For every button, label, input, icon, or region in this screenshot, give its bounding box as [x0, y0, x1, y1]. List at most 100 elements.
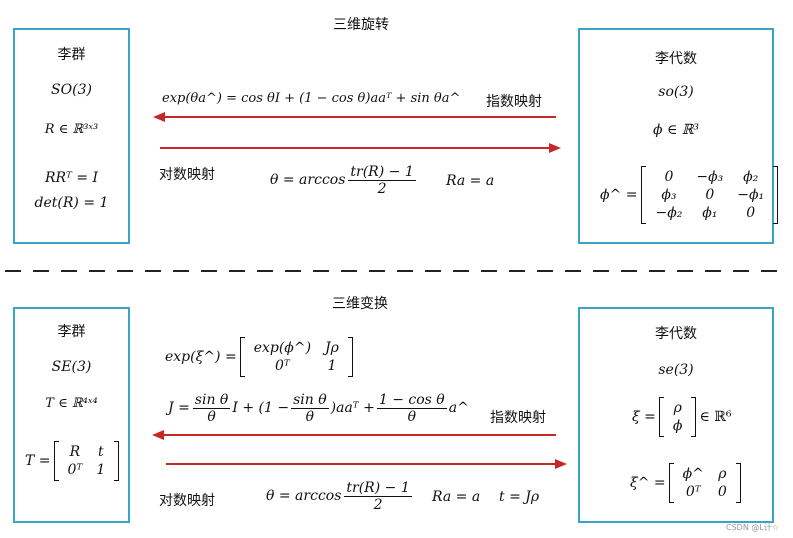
j-fraction-1: sin θ θ [192, 391, 231, 425]
matrix-cell: 0ᵀ [67, 462, 83, 478]
divider-dash [117, 270, 133, 272]
divider-dash [33, 270, 49, 272]
divider-dash [733, 270, 749, 272]
j-fraction-1-den: θ [207, 408, 216, 425]
divider-dash [285, 270, 301, 272]
xi-lhs: ξ = [632, 409, 656, 425]
matrix-cell: ϕ₁ [702, 205, 718, 221]
so3-exp-formula: exp(θa^) = cos θI + (1 − cos θ)aaᵀ + sin… [162, 91, 461, 106]
so3-exp-map-label: 指数映射 [486, 94, 542, 110]
se3-t-equation: T = R t 0ᵀ 1 [25, 433, 120, 489]
phi-hat-lhs: ϕ^ = [600, 187, 638, 203]
log-map-arrow [166, 463, 556, 465]
matrix-cell: ϕ^ [682, 466, 704, 482]
matrix-cell: Jρ [325, 340, 339, 356]
divider-dash [201, 270, 217, 272]
j-fraction-2-num: sin θ [291, 391, 329, 409]
matrix-cell: 1 [96, 462, 106, 478]
transform-section-title: 三维变换 [332, 296, 388, 312]
matrix-cell: 0ᵀ [274, 358, 290, 374]
matrix-cell: 0 [664, 169, 674, 185]
exp-map-arrow-head [153, 112, 165, 122]
se3-axis-equation: Ra = a [432, 489, 481, 505]
se3-algebra-title: 李代数 [655, 326, 697, 342]
so3-theta-equation: θ = arccos tr(R) − 1 2 [270, 160, 416, 200]
so3-algebra-title: 李代数 [655, 51, 697, 67]
j-fraction-2-den: θ [305, 408, 315, 425]
matrix-cell: exp(ϕ^) [253, 340, 312, 356]
divider-dash [173, 270, 189, 272]
j-middle-2: )aaᵀ + [330, 400, 375, 416]
j-fraction-3-den: θ [407, 408, 417, 425]
jacobian-equation: J = sin θ θ I + (1 − sin θ θ )aaᵀ + 1 − … [168, 387, 469, 429]
xi-equation: ξ = ρ ϕ ∈ ℝ⁶ [632, 389, 732, 445]
matrix-cell: 0ᵀ [685, 484, 701, 500]
matrix-cell: −ϕ₁ [737, 187, 765, 203]
matrix-cell: R [69, 444, 81, 460]
divider-dash [341, 270, 357, 272]
so3-algebra-name: so(3) [658, 84, 694, 100]
theta-fraction: tr(R) − 1 2 [348, 164, 416, 197]
so3-member: R ∈ ℝ³ˣ³ [44, 122, 99, 137]
xi-hat-lhs: ξ^ = [630, 475, 666, 491]
divider-dash [145, 270, 161, 272]
so3-log-map-label: 对数映射 [159, 167, 215, 183]
xi-hat-equation: ξ^ = ϕ^ ρ 0ᵀ 0 [630, 455, 741, 511]
log-map-arrow [160, 147, 550, 149]
se3-theta-equation: θ = arccos tr(R) − 1 2 [266, 474, 412, 518]
divider-dash [649, 270, 665, 272]
se3-group-title: 李群 [57, 324, 86, 340]
section-divider [5, 270, 788, 272]
theta-denominator: 2 [373, 496, 383, 513]
matrix-cell: ρ [718, 466, 727, 482]
so3-orthogonal: RRᵀ = I [44, 170, 99, 186]
so3-algebra-member: ϕ ∈ ℝ³ [652, 122, 700, 138]
divider-dash [397, 270, 413, 272]
divider-dash [89, 270, 105, 272]
divider-dash [453, 270, 469, 272]
matrix-cell: 0 [746, 205, 756, 221]
theta-fraction: tr(R) − 1 2 [344, 480, 412, 513]
t-matrix: R t 0ᵀ 1 [53, 441, 120, 481]
j-fraction-1-num: sin θ [192, 391, 231, 409]
divider-dash [761, 270, 777, 272]
watermark: CSDN @L计☆ [726, 523, 779, 532]
exp-map-arrow-head [152, 430, 164, 440]
matrix-cell: −ϕ₂ [655, 205, 683, 221]
matrix-cell: 0 [705, 187, 715, 203]
se3-group-box: 李群 SE(3) T ∈ ℝ⁴ˣ⁴ T = R t 0ᵀ 1 [13, 307, 130, 523]
matrix-cell: ϕ [672, 418, 683, 434]
phi-hat-equation: ϕ^ = 0 −ϕ₃ ϕ₂ ϕ₃ 0 −ϕ₁ −ϕ₂ ϕ₁ 0 [600, 156, 779, 234]
matrix-cell: t [97, 444, 104, 460]
divider-dash [61, 270, 77, 272]
divider-dash [425, 270, 441, 272]
j-fraction-3: 1 − cos θ θ [376, 392, 447, 425]
divider-dash [537, 270, 553, 272]
matrix-cell: 0 [717, 484, 727, 500]
se3-translation-equation: t = Jρ [499, 489, 540, 505]
j-middle-1: I + (1 − [232, 400, 290, 416]
divider-dash [509, 270, 525, 272]
divider-dash [677, 270, 693, 272]
se3-log-map-label: 对数映射 [159, 493, 215, 509]
divider-dash [621, 270, 637, 272]
rotation-section-title: 三维旋转 [333, 17, 389, 33]
matrix-cell: ϕ₂ [743, 169, 759, 185]
exp-xi-matrix: exp(ϕ^) Jρ 0ᵀ 1 [239, 337, 353, 377]
se3-group-name: SE(3) [51, 359, 92, 375]
j-lhs: J = [168, 400, 190, 416]
divider-dash [369, 270, 385, 272]
phi-hat-matrix: 0 −ϕ₃ ϕ₂ ϕ₃ 0 −ϕ₁ −ϕ₂ ϕ₁ 0 [641, 166, 779, 224]
theta-denominator: 2 [377, 180, 387, 197]
exp-xi-lhs: exp(ξ^) = [165, 349, 237, 365]
divider-dash [481, 270, 497, 272]
se3-member: T ∈ ℝ⁴ˣ⁴ [45, 396, 98, 411]
matrix-cell: 1 [327, 358, 337, 374]
so3-algebra-box: 李代数 so(3) ϕ ∈ ℝ³ ϕ^ = 0 −ϕ₃ ϕ₂ ϕ₃ 0 −ϕ₁ … [578, 28, 779, 244]
xi-member: ∈ ℝ⁶ [699, 409, 732, 425]
se3-exp-map-label: 指数映射 [490, 410, 546, 426]
divider-dash [593, 270, 609, 272]
se3-algebra-name: se(3) [658, 362, 694, 378]
xi-hat-matrix: ϕ^ ρ 0ᵀ 0 [668, 463, 741, 503]
xi-vector: ρ ϕ [658, 397, 697, 437]
